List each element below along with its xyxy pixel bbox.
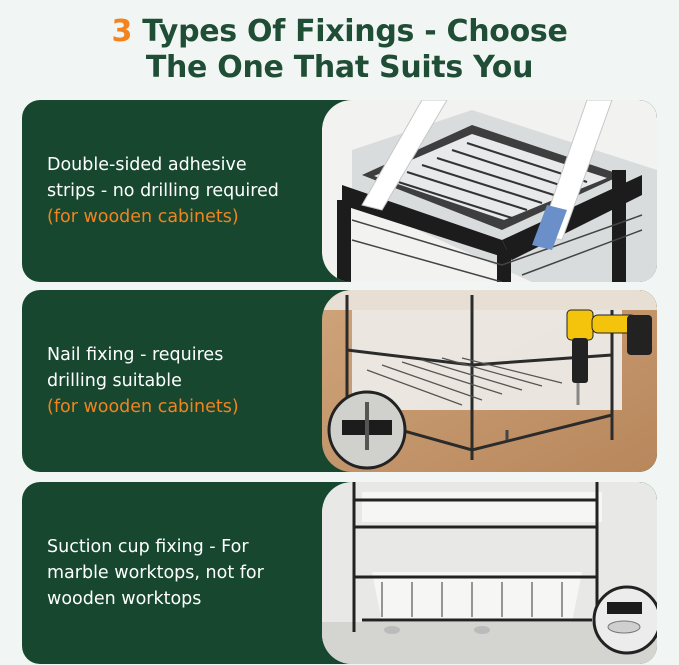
nail-fixing-panel: Nail fixing - requires drilling suitable…	[22, 290, 657, 472]
title-text-1: Types Of Fixings - Choose	[142, 14, 568, 49]
nail-fixing-text: Nail fixing - requires drilling suitable…	[47, 290, 327, 472]
adhesive-strips-image	[322, 100, 657, 282]
nail-line-2: drilling suitable	[47, 371, 182, 391]
suction-cup-panel: Suction cup fixing - For marble worktops…	[22, 482, 657, 664]
adhesive-line-1: Double-sided adhesive	[47, 155, 247, 175]
nail-fixing-image	[322, 290, 657, 472]
title-line-1: 3 Types Of Fixings - Choose	[0, 14, 679, 50]
adhesive-note: (for wooden cabinets)	[47, 207, 239, 227]
suction-cup-image	[322, 482, 657, 664]
adhesive-line-2: strips - no drilling required	[47, 181, 279, 201]
suction-cup-text: Suction cup fixing - For marble worktops…	[47, 482, 327, 664]
nail-line-1: Nail fixing - requires	[47, 345, 224, 365]
title-line-2: The One That Suits You	[145, 50, 534, 85]
suction-line-2: marble worktops, not for	[47, 563, 264, 583]
adhesive-fixing-text: Double-sided adhesive strips - no drilli…	[47, 100, 327, 282]
nail-note: (for wooden cabinets)	[47, 397, 239, 417]
suction-line-3: wooden worktops	[47, 589, 202, 609]
page-title: 3 Types Of Fixings - Choose The One That…	[0, 14, 679, 86]
title-number: 3	[111, 14, 133, 49]
suction-line-1: Suction cup fixing - For	[47, 537, 249, 557]
adhesive-fixing-panel: Double-sided adhesive strips - no drilli…	[22, 100, 657, 282]
